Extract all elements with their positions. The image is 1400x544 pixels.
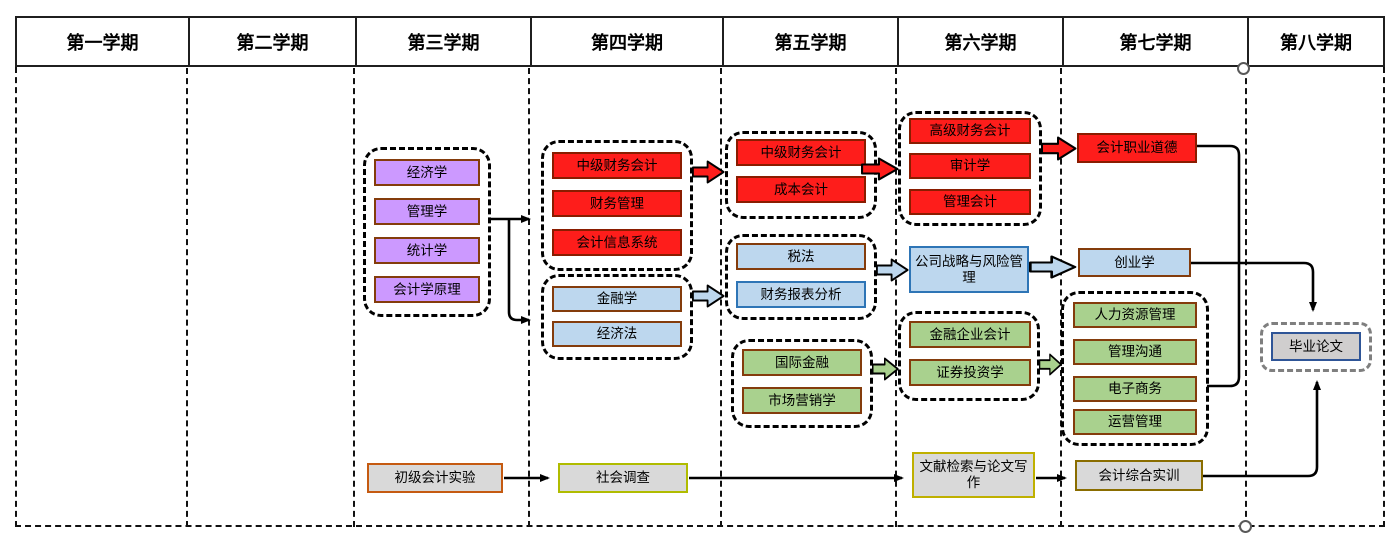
column-separator bbox=[895, 68, 897, 527]
course-entrepreneurship[interactable]: 创业学 bbox=[1078, 248, 1191, 277]
group-sem3-foundation bbox=[363, 147, 491, 317]
group-sem8-thesis bbox=[1260, 322, 1372, 372]
block-arrow-blue-strategy-to-entrepreneurship-icon bbox=[1029, 255, 1077, 279]
column-separator-selected[interactable] bbox=[1245, 68, 1247, 527]
course-marketing[interactable]: 市场营销学 bbox=[742, 387, 862, 414]
course-financial-enterprise-accounting[interactable]: 金融企业会计 bbox=[909, 321, 1031, 348]
course-auditing[interactable]: 审计学 bbox=[909, 153, 1031, 179]
group-sem5-finance-marketing bbox=[731, 339, 873, 428]
course-social-survey[interactable]: 社会调查 bbox=[558, 463, 688, 493]
group-sem4-accounting bbox=[541, 140, 693, 271]
course-management-communication[interactable]: 管理沟通 bbox=[1073, 339, 1197, 365]
block-arrow-red-sem5-to-sem6-icon bbox=[861, 157, 899, 181]
block-arrow-green-sem6-to-sem7-icon bbox=[1039, 353, 1062, 376]
semester-header-cell-5: 第五学期 bbox=[722, 18, 897, 65]
course-securities-investment[interactable]: 证券投资学 bbox=[909, 359, 1031, 386]
semester-header-cell-4: 第四学期 bbox=[530, 18, 722, 65]
course-comprehensive-training[interactable]: 会计综合实训 bbox=[1075, 460, 1203, 491]
course-accounting-ethics[interactable]: 会计职业道德 bbox=[1077, 133, 1197, 163]
group-sem5-tax-analysis bbox=[725, 234, 877, 320]
course-basic-accounting-experiment[interactable]: 初级会计实验 bbox=[367, 463, 503, 493]
diagram-frame bbox=[15, 67, 1385, 527]
block-arrow-red-sem6-to-ethics-icon bbox=[1041, 136, 1077, 161]
semester-header-cell-7: 第七学期 bbox=[1062, 18, 1247, 65]
group-sem4-finance-law bbox=[541, 274, 693, 360]
semester-header-cell-1: 第一学期 bbox=[66, 32, 139, 53]
semester-header-cell-2: 第二学期 bbox=[188, 18, 355, 65]
semester-header: 第一学期 第二学期 第三学期 第四学期 第五学期 第六学期 第七学期 第八学期 bbox=[15, 16, 1385, 67]
course-accounting-principles[interactable]: 会计学原理 bbox=[374, 276, 480, 303]
column-separator bbox=[186, 68, 188, 527]
group-sem6-finance bbox=[898, 311, 1040, 401]
block-arrow-red-sem4-to-sem5-icon bbox=[692, 160, 725, 184]
column-separator bbox=[1060, 68, 1062, 527]
course-operations-management[interactable]: 运营管理 bbox=[1073, 409, 1197, 435]
course-financial-statement-analysis[interactable]: 财务报表分析 bbox=[736, 281, 866, 308]
course-intermediate-accounting[interactable]: 中级财务会计 bbox=[552, 152, 682, 179]
course-advanced-accounting[interactable]: 高级财务会计 bbox=[909, 118, 1031, 144]
course-thesis[interactable]: 毕业论文 bbox=[1271, 332, 1361, 361]
block-arrow-green-sem5-to-sem6-icon bbox=[872, 357, 899, 381]
block-arrow-blue-sem4-to-sem5-icon bbox=[692, 284, 725, 308]
course-cost-accounting[interactable]: 成本会计 bbox=[736, 176, 866, 203]
group-sem6-accounting bbox=[898, 111, 1042, 226]
course-management[interactable]: 管理学 bbox=[374, 198, 480, 225]
semester-header-cell-6: 第六学期 bbox=[897, 18, 1062, 65]
block-arrow-blue-sem5-to-strategy-icon bbox=[876, 258, 909, 282]
course-international-finance[interactable]: 国际金融 bbox=[742, 349, 862, 376]
group-sem5-accounting bbox=[725, 131, 877, 219]
course-e-commerce[interactable]: 电子商务 bbox=[1073, 376, 1197, 402]
course-economic-law[interactable]: 经济法 bbox=[552, 321, 682, 347]
course-financial-management[interactable]: 财务管理 bbox=[552, 190, 682, 217]
course-management-accounting[interactable]: 管理会计 bbox=[909, 189, 1031, 215]
course-finance[interactable]: 金融学 bbox=[552, 286, 682, 312]
semester-header-cell-3: 第三学期 bbox=[355, 18, 530, 65]
line-endpoint-handle-bottom[interactable] bbox=[1239, 520, 1252, 533]
column-separator bbox=[353, 68, 355, 527]
course-hr-management[interactable]: 人力资源管理 bbox=[1073, 302, 1197, 328]
course-economics[interactable]: 经济学 bbox=[374, 159, 480, 186]
course-statistics[interactable]: 统计学 bbox=[374, 237, 480, 264]
column-separator bbox=[528, 68, 530, 527]
course-corporate-strategy-risk[interactable]: 公司战略与风险管理 bbox=[909, 246, 1029, 293]
line-endpoint-handle-top[interactable] bbox=[1237, 62, 1250, 75]
course-intermediate-accounting-2[interactable]: 中级财务会计 bbox=[736, 139, 866, 166]
course-accounting-info-systems[interactable]: 会计信息系统 bbox=[552, 229, 682, 256]
semester-header-cell-8: 第八学期 bbox=[1247, 18, 1383, 65]
course-literature-retrieval-writing[interactable]: 文献检索与论文写作 bbox=[912, 452, 1035, 498]
course-tax-law[interactable]: 税法 bbox=[736, 243, 866, 270]
